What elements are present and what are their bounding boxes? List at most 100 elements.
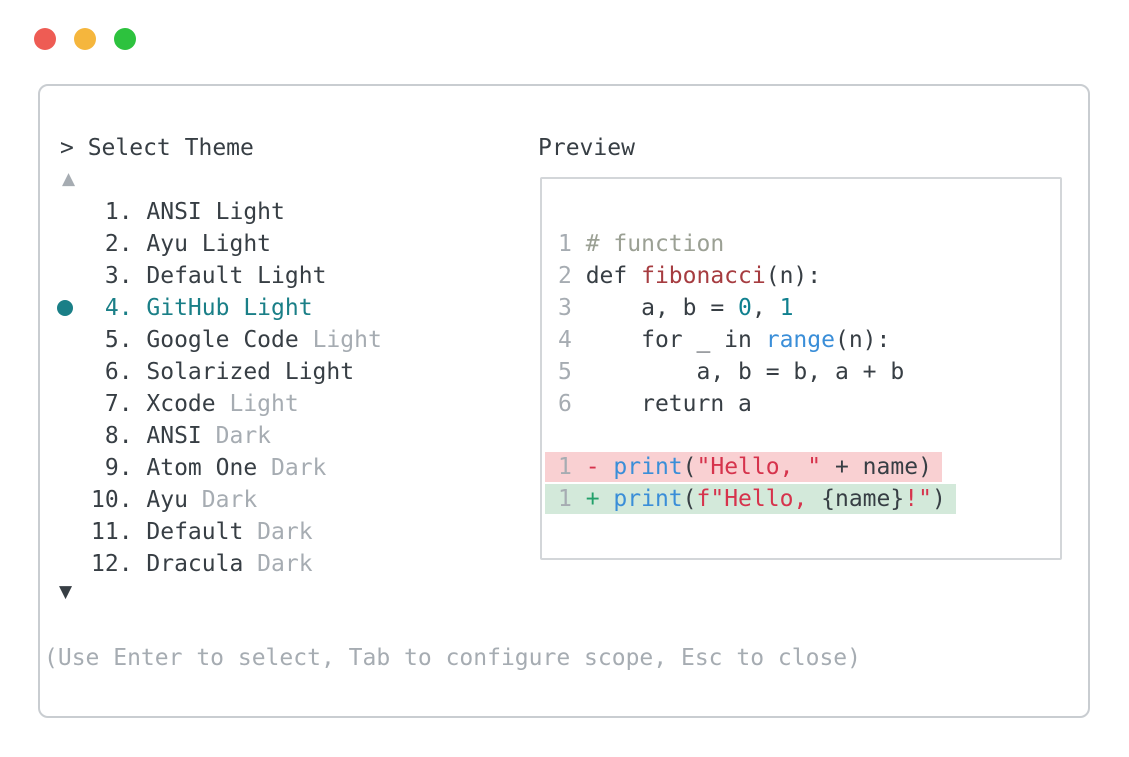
theme-variant: Light xyxy=(215,391,299,417)
code-line: 5 a, b = b, a + b xyxy=(558,356,956,388)
theme-list-item[interactable]: 4. GitHub Light xyxy=(57,292,382,324)
theme-name: ANSI xyxy=(146,199,202,225)
keyboard-hint: (Use Enter to select, Tab to configure s… xyxy=(44,645,861,671)
code-token-minus: - xyxy=(585,454,614,480)
line-number: 4 xyxy=(558,327,586,353)
code-token-fg: , xyxy=(751,295,780,321)
code-token-blue: print xyxy=(613,486,683,512)
code-token-fg: (n): xyxy=(834,327,891,353)
scroll-down-icon[interactable]: ▼ xyxy=(59,582,73,602)
minimize-button[interactable] xyxy=(74,28,96,50)
code-blank-line xyxy=(558,420,956,452)
theme-number: 5. xyxy=(91,327,147,353)
theme-list-item[interactable]: 10. Ayu Dark xyxy=(91,484,382,516)
theme-name: ANSI xyxy=(146,423,202,449)
line-number: 2 xyxy=(558,263,586,289)
code-token-fg: def xyxy=(585,263,642,289)
code-token-fg: for _ in xyxy=(585,327,766,353)
theme-variant: Dark xyxy=(243,551,313,577)
window-controls xyxy=(34,28,136,50)
line-number: 1 xyxy=(558,486,586,512)
theme-name: GitHub xyxy=(146,295,230,321)
line-number: 6 xyxy=(558,391,586,417)
theme-number: 2. xyxy=(91,231,147,257)
theme-name: Ayu xyxy=(146,487,188,513)
line-number: 1 xyxy=(558,231,586,257)
scroll-up-icon[interactable]: ▲ xyxy=(62,169,76,189)
theme-list-item[interactable]: 2. Ayu Light xyxy=(91,228,382,260)
theme-number: 9. xyxy=(91,455,147,481)
code-token-blue: print xyxy=(613,454,683,480)
code-token-fg: ( xyxy=(682,486,697,512)
theme-number: 7. xyxy=(91,391,147,417)
code-line: 1 # function xyxy=(558,228,956,260)
code-token-fg: + name) xyxy=(821,454,932,480)
close-button[interactable] xyxy=(34,28,56,50)
theme-variant: Light xyxy=(298,327,382,353)
preview-title: Preview xyxy=(538,135,635,161)
code-token-fg: a, b = b, a + b xyxy=(585,359,905,385)
theme-name: Xcode xyxy=(146,391,216,417)
line-number: 1 xyxy=(558,454,586,480)
diff-line-added: 1 + print(f"Hello, {name}!") xyxy=(545,484,956,516)
theme-variant: Light xyxy=(243,263,327,289)
code-token-num: 1 xyxy=(779,295,794,321)
code-token-comment: # function xyxy=(585,231,725,257)
line-number: 5 xyxy=(558,359,586,385)
line-number: 3 xyxy=(558,295,586,321)
theme-number: 10. xyxy=(91,487,147,513)
theme-list-item[interactable]: 7. Xcode Light xyxy=(91,388,382,420)
code-token-fg: {name} xyxy=(821,486,905,512)
code-token-func: fibonacci xyxy=(641,263,766,289)
code-token-str: !" xyxy=(904,486,932,512)
diff-highlight: 1 - print("Hello, " + name) xyxy=(545,452,942,482)
diff-line-removed: 1 - print("Hello, " + name) xyxy=(545,452,956,484)
theme-variant: Light xyxy=(201,199,285,225)
theme-number: 4. xyxy=(91,295,147,321)
theme-name: Default xyxy=(146,519,244,545)
diff-highlight: 1 + print(f"Hello, {name}!") xyxy=(545,484,956,514)
code-line: 3 a, b = 0, 1 xyxy=(558,292,956,324)
theme-list-item[interactable]: 3. Default Light xyxy=(91,260,382,292)
theme-name: Atom One xyxy=(146,455,258,481)
theme-number: 8. xyxy=(91,423,147,449)
theme-variant: Dark xyxy=(201,423,272,449)
code-token-fg: (n): xyxy=(765,263,822,289)
theme-variant: Dark xyxy=(243,519,313,545)
theme-list: 1. ANSI Light 2. Ayu Light 3. Default Li… xyxy=(57,196,382,580)
theme-number: 12. xyxy=(91,551,147,577)
code-token-str: "Hello, " xyxy=(696,454,822,480)
code-token-num: 0 xyxy=(738,295,752,321)
code-token-plus: + xyxy=(585,486,614,512)
theme-name: Google Code xyxy=(146,327,299,353)
theme-list-item[interactable]: 1. ANSI Light xyxy=(91,196,382,228)
theme-number: 11. xyxy=(91,519,147,545)
select-theme-prompt: > Select Theme xyxy=(60,135,254,161)
theme-name: Dracula xyxy=(146,551,244,577)
selected-bullet-icon xyxy=(57,300,73,316)
code-line: 4 for _ in range(n): xyxy=(558,324,956,356)
theme-name: Solarized xyxy=(146,359,272,385)
theme-variant: Light xyxy=(271,359,355,385)
theme-name: Default xyxy=(146,263,244,289)
theme-list-item[interactable]: 5. Google Code Light xyxy=(91,324,382,356)
theme-number: 1. xyxy=(91,199,147,225)
theme-list-item[interactable]: 6. Solarized Light xyxy=(91,356,382,388)
theme-variant: Dark xyxy=(257,455,327,481)
theme-list-item[interactable]: 12. Dracula Dark xyxy=(91,548,382,580)
theme-number: 6. xyxy=(91,359,147,385)
code-token-str: f"Hello, xyxy=(696,486,822,512)
theme-list-item[interactable]: 11. Default Dark xyxy=(91,516,382,548)
theme-variant: Light xyxy=(229,295,313,321)
theme-name: Ayu xyxy=(146,231,188,257)
zoom-button[interactable] xyxy=(114,28,136,50)
code-line: 2 def fibonacci(n): xyxy=(558,260,956,292)
code-token-blue: range xyxy=(765,327,835,353)
theme-list-item[interactable]: 9. Atom One Dark xyxy=(91,452,382,484)
code-token-fg: ) xyxy=(931,486,946,512)
theme-number: 3. xyxy=(91,263,147,289)
code-token-fg: ( xyxy=(682,454,697,480)
theme-list-item[interactable]: 8. ANSI Dark xyxy=(91,420,382,452)
code-line: 6 return a xyxy=(558,388,956,420)
